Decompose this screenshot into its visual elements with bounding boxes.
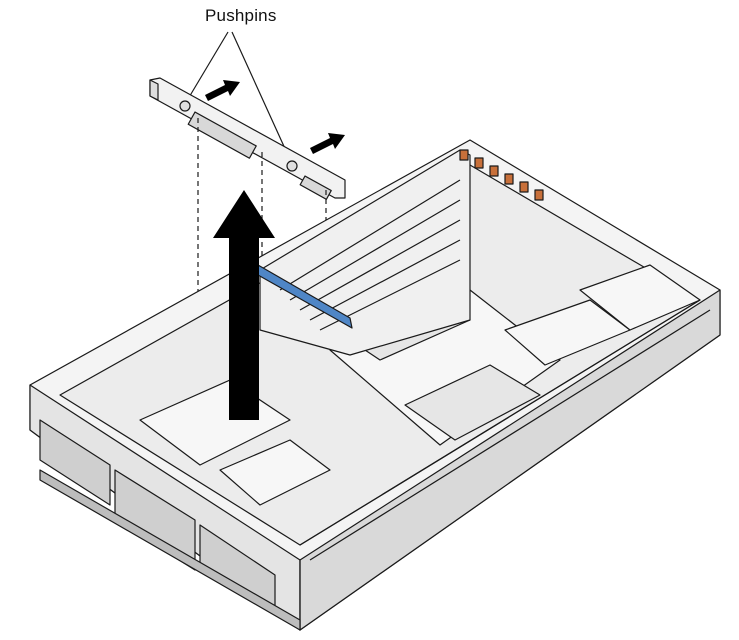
adapter-card bbox=[149, 77, 346, 200]
arrow-up-icon bbox=[213, 190, 275, 420]
arrow-right-icon bbox=[205, 80, 345, 154]
pushpin-right bbox=[286, 160, 298, 172]
pushpin-leader-lines bbox=[184, 31, 293, 165]
orange-retention-tabs bbox=[459, 149, 544, 201]
card-cage bbox=[257, 149, 544, 356]
front-drive-bays bbox=[39, 419, 301, 631]
pushpins-callout-label: Pushpins bbox=[205, 6, 277, 25]
pushpin-left bbox=[179, 100, 191, 112]
side-rail bbox=[299, 299, 711, 561]
